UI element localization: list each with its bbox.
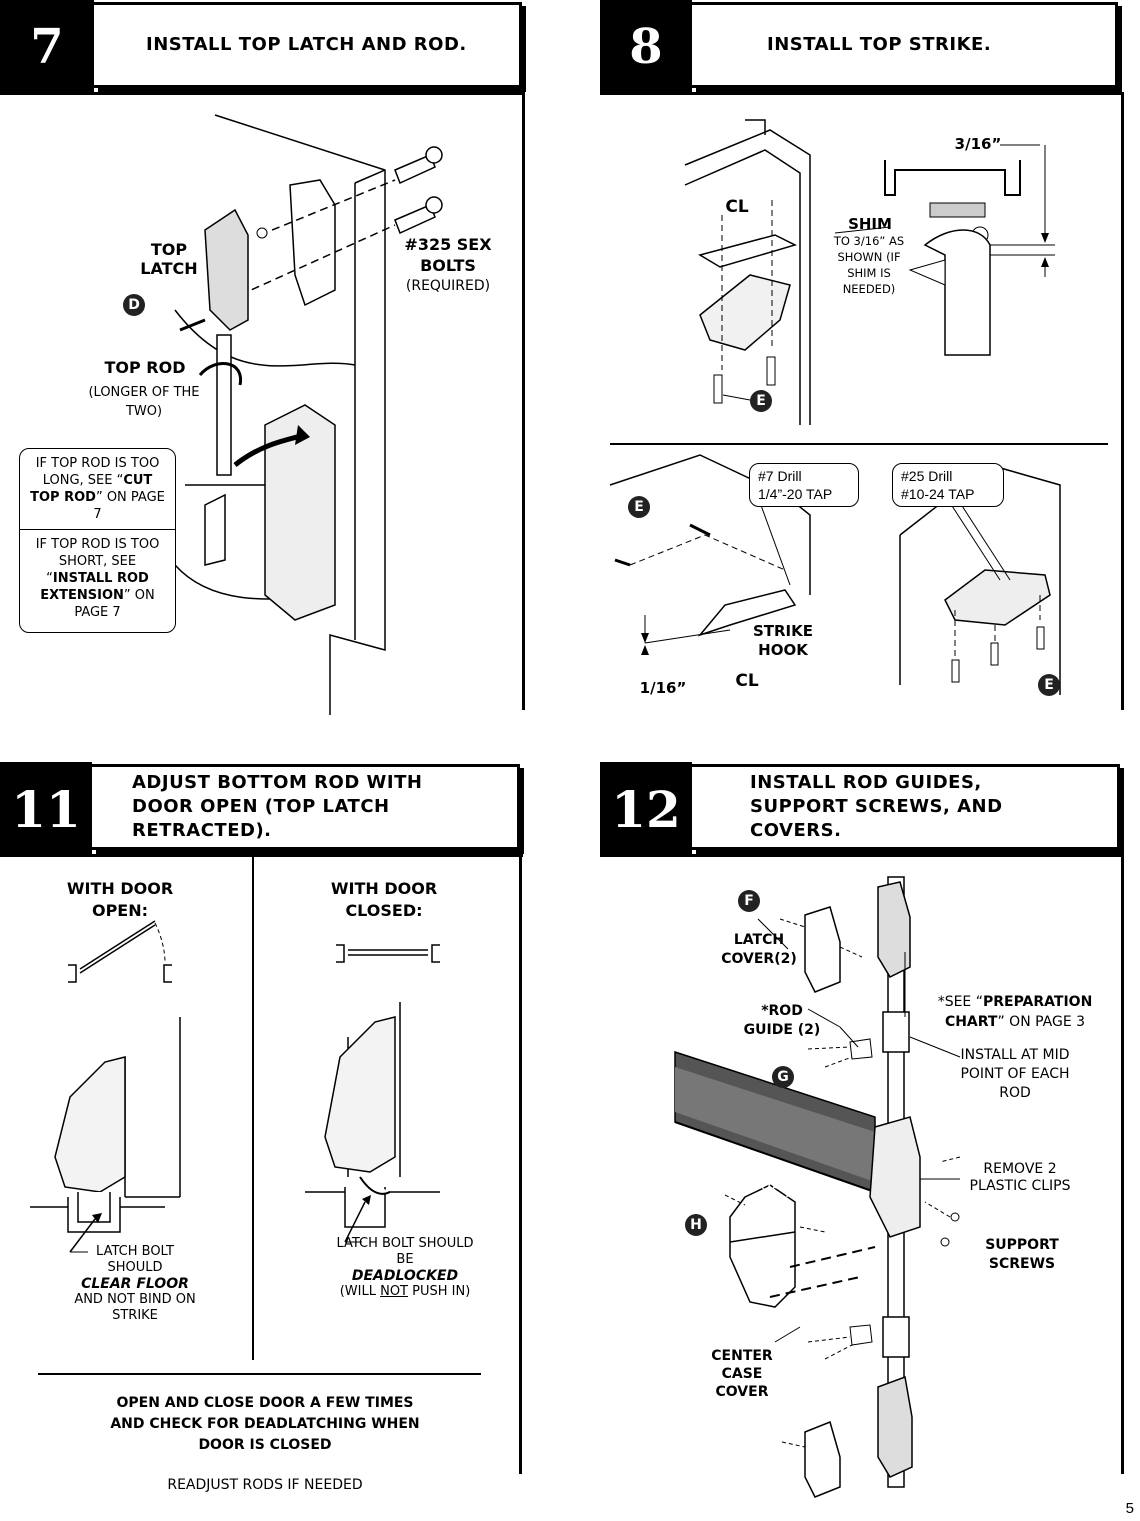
step-header: Install top strike.	[692, 2, 1118, 88]
step-number: 11	[0, 762, 92, 856]
step-title: Adjust bottom rod with door open (top la…	[132, 772, 423, 841]
bolt-closed-note: LATCH BOLT SHOULD BE DEADLOCKED (WILL NO…	[336, 1236, 474, 1299]
center-case-cover-label: CENTER CASE COVER	[711, 1348, 773, 1400]
panel-border	[1121, 854, 1124, 1474]
part-g-marker: G	[772, 1066, 794, 1088]
header-underline	[0, 92, 525, 95]
section-divider	[38, 1373, 481, 1375]
page-number: 5	[1125, 1500, 1134, 1517]
dim-three-sixteenths: 3/16”	[954, 135, 1002, 153]
drill-7-callout: #7 Drill 1/4”-20 TAP	[749, 463, 859, 507]
latch-cover-label: LATCH COVER(2)	[721, 932, 797, 967]
step-header: Install top latch and rod.	[94, 2, 522, 88]
sex-bolts-label: #325 SEX BOLTS	[404, 235, 492, 275]
rod-guide-label: *ROD GUIDE (2)	[743, 1003, 821, 1038]
drill-7-size: #7 Drill	[758, 468, 802, 484]
part-f-marker: F	[738, 890, 760, 912]
step-number: 7	[0, 0, 94, 94]
strike-hook-label: STRIKE HOOK	[752, 622, 814, 659]
centerline-lower: CL	[735, 671, 759, 691]
rod-too-long-note: IF TOP ROD IS TOO LONG, SEE “CUT TOP ROD…	[30, 456, 165, 522]
drill-7-tap: 1/4”-20 TAP	[758, 486, 833, 502]
top-rod-label: TOP ROD	[104, 358, 186, 377]
part-d-marker: D	[123, 294, 145, 316]
column-divider	[252, 857, 254, 1360]
part-e-marker-left: E	[628, 496, 650, 518]
check-deadlatching-note: OPEN AND CLOSE DOOR A FEW TIMES AND CHEC…	[110, 1395, 420, 1453]
centerline-upper: CL	[725, 197, 749, 217]
drill-25-size: #25 Drill	[901, 468, 953, 484]
readjust-note: READJUST RODS IF NEEDED	[167, 1477, 363, 1493]
top-rod-note: (LONGER OF THE TWO)	[88, 385, 200, 419]
header-underline	[600, 92, 1124, 95]
required-label: (REQUIRED)	[405, 278, 491, 294]
step-number: 8	[600, 0, 692, 94]
top-latch-drawing	[174, 114, 443, 715]
step-number: 12	[600, 762, 692, 856]
section-divider	[610, 443, 1108, 445]
prep-chart-note: *SEE “PREPARATION CHART” ON PAGE 3	[937, 994, 1093, 1030]
drill-25-callout: #25 Drill #10-24 TAP	[892, 463, 1004, 507]
install-mid-point-note: INSTALL AT MID POINT OF EACH ROD	[960, 1047, 1070, 1101]
remove-plastic-clips-note: REMOVE 2 PLASTIC CLIPS	[969, 1161, 1071, 1194]
shim-note: TO 3/16” AS SHOWN (IF SHIM IS NEEDED)	[833, 234, 905, 296]
dim-one-sixteenth: 1/16”	[639, 679, 687, 697]
step-title: Install top latch and rod.	[146, 34, 467, 55]
bolt-open-note: LATCH BOLT SHOULD CLEAR FLOOR AND NOT BI…	[74, 1244, 196, 1323]
panel-border	[522, 92, 525, 710]
step-title: Install rod guides, support screws, and …	[750, 772, 1003, 841]
door-closed-label: WITH DOOR CLOSED:	[330, 879, 438, 920]
top-latch-label: TOP LATCH	[140, 240, 198, 278]
part-h-marker: H	[685, 1214, 707, 1236]
header-underline	[0, 854, 523, 857]
header-underline	[600, 854, 1124, 857]
panel-border	[519, 854, 522, 1474]
part-e-marker-upper: E	[750, 390, 772, 412]
rod-guides-covers-drawing	[674, 876, 961, 1498]
drill-25-tap: #10-24 TAP	[901, 486, 975, 502]
bottom-rod-drawing	[30, 920, 440, 1253]
door-open-label: WITH DOOR OPEN:	[66, 879, 174, 920]
step-title: Install top strike.	[767, 34, 992, 55]
step-header: Install rod guides, support screws, and …	[692, 764, 1120, 850]
part-e-marker-right: E	[1038, 674, 1060, 696]
panel-border	[1121, 92, 1124, 710]
top-strike-drawing	[609, 119, 1061, 695]
rod-too-short-note: IF TOP ROD IS TOO SHORT, SEE “INSTALL RO…	[35, 537, 160, 620]
support-screws-label: SUPPORT SCREWS	[985, 1237, 1059, 1272]
shim-label: SHIM	[848, 215, 892, 233]
step-header: Adjust bottom rod with door open (top la…	[92, 764, 520, 850]
rod-length-notes: IF TOP ROD IS TOO LONG, SEE “CUT TOP ROD…	[19, 448, 176, 633]
